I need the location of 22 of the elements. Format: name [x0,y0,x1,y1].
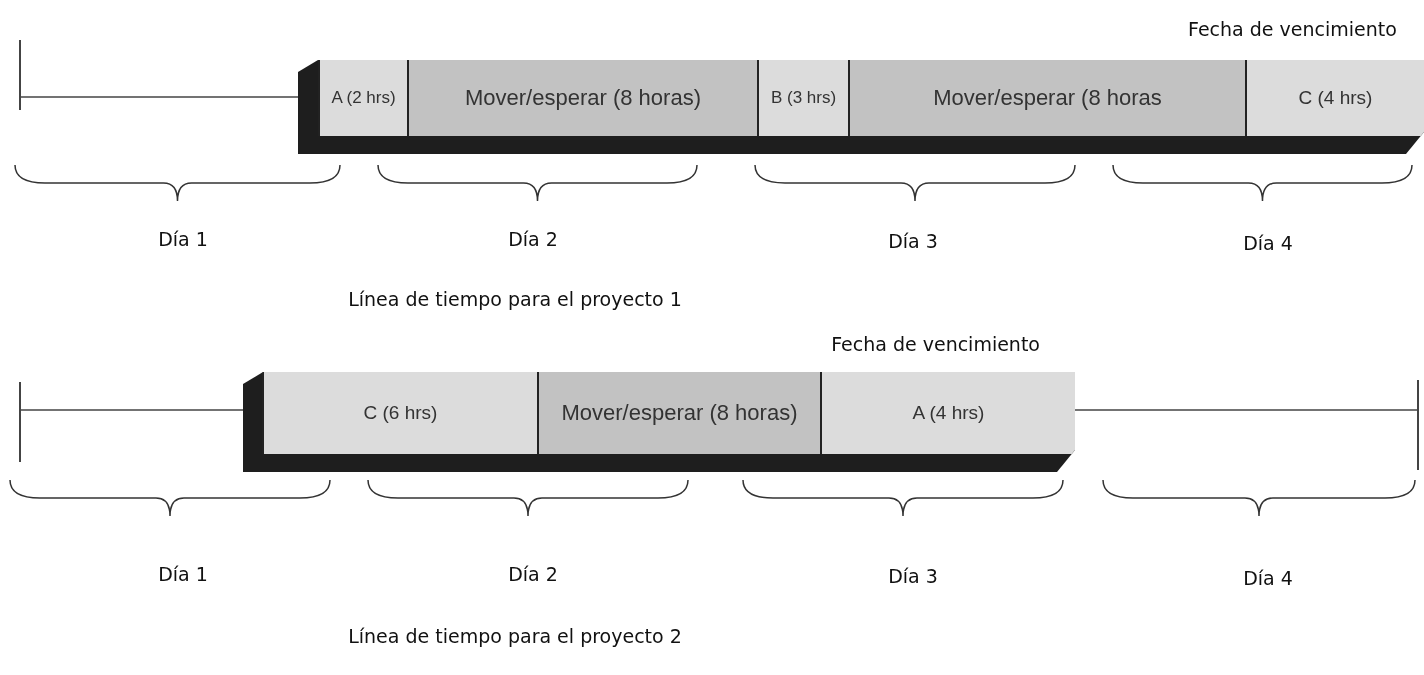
task-segment: A (4 hrs) [820,372,1075,454]
annotation-text: Fecha de vencimiento [831,333,1040,355]
annotation-text: Día 3 [888,230,938,252]
task-segment: B (3 hrs) [757,60,848,136]
task-segment: Mover/esperar (8 horas [848,60,1245,136]
annotation-text: Día 4 [1243,567,1293,589]
annotation-text: Día 1 [158,563,208,585]
annotation-text: Día 2 [508,563,558,585]
task-segment: A (2 hrs) [318,60,407,136]
task-segment: C (6 hrs) [262,372,537,454]
task-segment: C (4 hrs) [1245,60,1424,136]
annotation-text: Línea de tiempo para el proyecto 1 [348,288,682,310]
timeline-bar [298,60,1424,154]
task-segment: Mover/esperar (8 horas) [407,60,757,136]
annotation-text: Día 3 [888,565,938,587]
annotation-text: Línea de tiempo para el proyecto 2 [348,625,682,647]
timeline-bar [243,372,1075,472]
annotation-text: Día 1 [158,228,208,250]
task-segment: Mover/esperar (8 horas) [537,372,820,454]
annotation-text: Día 2 [508,228,558,250]
annotation-text: Día 4 [1243,232,1293,254]
annotation-text: Fecha de vencimiento [1188,18,1397,40]
